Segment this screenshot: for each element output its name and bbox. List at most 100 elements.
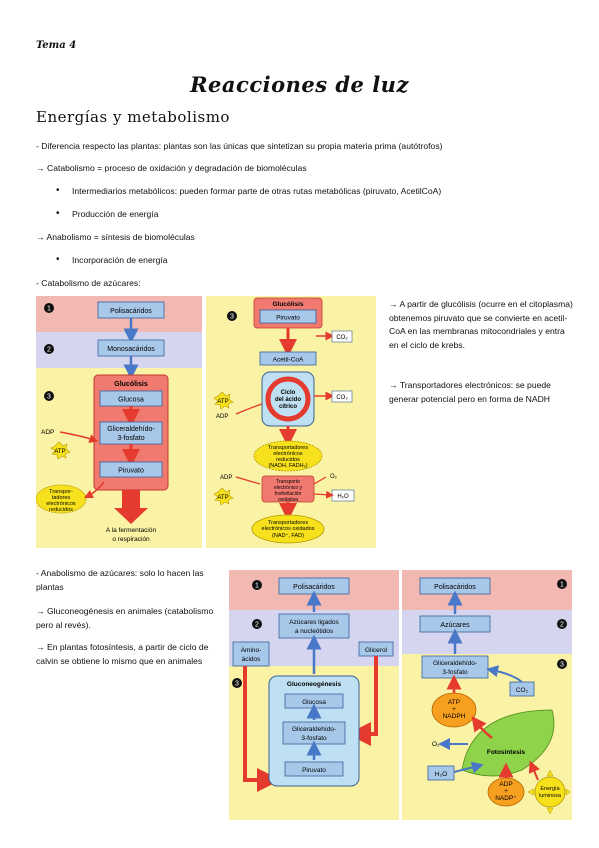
label-atp: ATP [217, 399, 228, 405]
label-adp-2: ADP [220, 475, 232, 481]
label-amino-2: ácidos [242, 656, 262, 663]
label-ox-3: (NAD⁺, FAD) [272, 532, 304, 539]
atp-burst [213, 391, 234, 410]
arrow-adp [235, 403, 263, 415]
label-cadena-2: electrónico y [274, 485, 303, 491]
page-title: Reacciones de luz [190, 72, 409, 97]
label-atp-2: + [452, 706, 456, 713]
label-adp-1: ADP [499, 781, 512, 788]
label-cadena-1: Transporte [276, 479, 300, 485]
note-transportadores: → Transportadores electrónicos: se puede… [389, 380, 551, 404]
label-tr-4: (NADH, FADH₂) [268, 463, 307, 469]
label-ciclo-1: Ciclo [281, 390, 296, 396]
transportadores-oxidados-ellipse [251, 514, 325, 544]
box-azucares-ligados [278, 613, 350, 639]
label-ciclo-3: cítrico [279, 404, 297, 410]
label-atp: ATP [54, 449, 65, 455]
label-adp: ADP [216, 414, 228, 420]
label-co2-b: CO₂ [336, 395, 348, 401]
step-number-3: 3 [560, 662, 564, 669]
step-badge-1 [557, 579, 567, 589]
label-piruvato: Piruvato [302, 767, 326, 774]
box-co2-b [331, 390, 353, 403]
label-ox-2: electrónicos oxidados [262, 526, 315, 532]
label-fermentacion-1: A la fermentación [106, 527, 157, 534]
figure-ciclo-krebs: 3 Glucólisis Piruvato CO₂ Acetil-CoA Cic… [206, 296, 376, 548]
label-energia-1: Energía [540, 786, 560, 792]
label-co2: CO₂ [516, 687, 529, 694]
step-number-2: 2 [47, 347, 51, 354]
text-line-1: - Diferencia respecto las plantas: plant… [36, 141, 443, 151]
step-badge-2 [557, 619, 567, 629]
arrow-h2o [453, 761, 484, 774]
note-gluconeogenesis: → Gluconeogénesis en animales (catabolis… [36, 606, 214, 630]
text-line-3: → Anabolismo = síntesis de biomoléculas [36, 232, 195, 242]
arrow-aminoacidos [243, 666, 281, 792]
note-anabolismo: - Anabolismo de azúcares: solo lo hacen … [36, 568, 204, 592]
sun-icon [527, 769, 571, 815]
label-azucares-2: a nucleótidos [295, 628, 334, 635]
label-acetil-coa: Acetil-CoA [273, 357, 304, 364]
label-glucosa: Glucosa [302, 699, 326, 706]
label-atp-2: ATP [217, 495, 228, 501]
label-piruvato: Piruvato [118, 468, 144, 475]
label-polisacaridos: Polisacáridos [434, 584, 476, 591]
arrow-o2 [313, 476, 327, 485]
arrow-adp [59, 431, 99, 443]
label-transp-4: reducidos [49, 507, 73, 513]
figure-fotosintesis: 1 2 3 Polisacáridos Azúcares Gliceraldeh… [402, 570, 572, 820]
label-tr-1: Transportadores [268, 445, 308, 451]
label-o2: O₂ [432, 741, 440, 748]
label-transp-2: tadores [52, 495, 71, 501]
label-co2-a: CO₂ [336, 335, 348, 341]
step-number-1: 1 [560, 582, 564, 589]
figure-catabolismo-glucolisis: 1 2 3 Polisacáridos Monosacáridos Glucól… [36, 296, 202, 548]
step-number-3: 3 [235, 681, 239, 688]
arrow-co2 [486, 665, 523, 683]
label-transp-1: Transpor- [49, 489, 73, 495]
figure-gluconeogenesis: 1 2 3 Polisacáridos Azúcares ligados a n… [229, 570, 399, 820]
label-tr-2: electrónicos [273, 451, 303, 457]
atp-burst [50, 441, 71, 460]
label-glucolisis: Glucólisis [272, 301, 303, 308]
label-piruvato: Piruvato [276, 315, 300, 322]
arrow-glicerol [347, 656, 378, 746]
bullet-1: Intermediarios metabólicos: pueden forma… [56, 185, 441, 196]
step-badge-2 [44, 344, 54, 354]
label-gliceraldehido-1: Gliceraldehído- [107, 426, 155, 433]
label-atp-3: NADPH [443, 713, 466, 720]
arrow-adp-2 [235, 476, 261, 485]
label-transp-3: electrónicos [46, 501, 76, 507]
label-glicerol: Glicerol [365, 647, 388, 654]
label-amino-1: Amino- [241, 647, 262, 654]
bullet-2: Producción de energía [56, 208, 159, 219]
label-ox-1: Transportadores [268, 520, 308, 526]
box-piruvato [259, 309, 317, 324]
transportadores-reducidos-ellipse [36, 484, 87, 514]
label-gluconeogenesis: Gluconeogénesis [287, 681, 342, 688]
label-ciclo-2: del ácido [275, 397, 301, 403]
note-glucolisis: → A partir de glucólisis (ocurre en el c… [389, 299, 573, 350]
label-gliceraldehido-1: Gliceraldehído- [292, 726, 336, 733]
box-aminoacidos [232, 641, 270, 667]
label-monosacaridos: Monosacáridos [107, 346, 155, 353]
step-badge-1 [252, 580, 262, 590]
step-badge-3 [232, 678, 242, 688]
text-line-4: - Catabolismo de azúcares: [36, 278, 141, 288]
arrow-energia [528, 760, 540, 781]
transportadores-reducidos-ellipse [253, 440, 323, 472]
box-h2o [427, 765, 455, 781]
box-piruvato [99, 461, 163, 478]
label-gliceraldehido-2: 3-fosfato [117, 435, 144, 442]
atp-burst-2 [213, 487, 234, 506]
box-acetil-coa [259, 351, 317, 366]
label-polisacaridos: Polisacáridos [293, 584, 335, 591]
arrow-transportadores [83, 481, 105, 499]
label-azucares-1: Azúcares ligados [289, 619, 339, 626]
label-fotosintesis: Fotosíntesis [487, 749, 526, 756]
label-energia-2: luminosa [539, 793, 562, 799]
label-fermentacion-2: o respiración [112, 536, 150, 543]
step-badge-3 [227, 311, 237, 321]
label-o2: O₂ [330, 474, 338, 480]
label-gliceraldehido-2: 3-fosfato [442, 669, 468, 676]
